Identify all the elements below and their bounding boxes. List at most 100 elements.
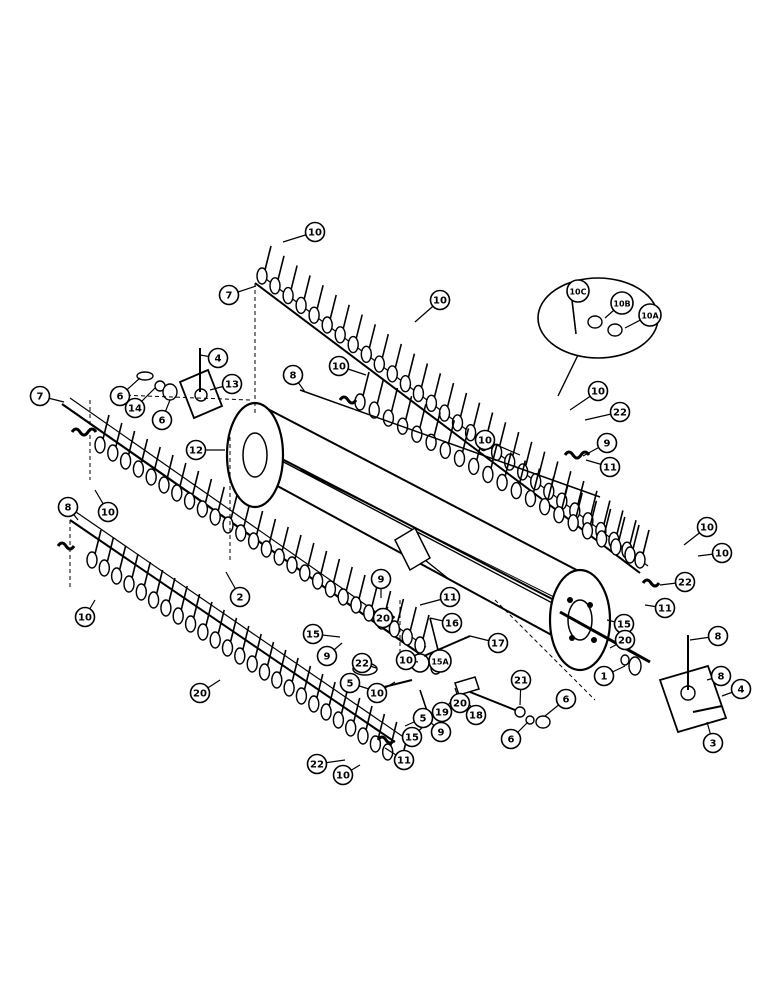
callout-11: 11 — [439, 586, 461, 608]
callout-circle — [555, 688, 577, 710]
callout-circle — [702, 732, 724, 754]
tine — [334, 303, 351, 344]
callout-circle — [730, 678, 752, 700]
callout-circle — [229, 586, 251, 608]
callout-3: 3 — [702, 732, 724, 754]
callout-14: 14 — [124, 397, 146, 419]
callout-label: 7 — [37, 392, 44, 403]
callout-circle — [610, 291, 634, 315]
callout-label: 7 — [226, 291, 233, 302]
callout-label: 10 — [591, 387, 605, 398]
callout-label: 5 — [420, 714, 427, 725]
callout-circle — [366, 682, 388, 704]
callout-label: 18 — [469, 711, 483, 722]
callout-circle — [654, 597, 676, 619]
callout-label: 8 — [715, 632, 722, 643]
tine — [439, 419, 456, 460]
callout-label: 10B — [613, 300, 630, 309]
callout-4: 4 — [730, 678, 752, 700]
upper-shaft — [299, 389, 601, 498]
tine — [258, 641, 275, 681]
callout-circle — [710, 665, 732, 687]
callout-6: 6 — [555, 688, 577, 710]
callout-10: 10 — [366, 682, 388, 704]
callout-10: 10 — [429, 289, 451, 311]
callout-8: 8 — [707, 625, 729, 647]
callout-10: 10 — [304, 221, 326, 243]
callout-label: 4 — [215, 354, 222, 365]
tine — [373, 333, 390, 373]
callout-circle — [465, 704, 487, 726]
tine — [295, 274, 311, 315]
callout-label: 15 — [617, 620, 631, 631]
callout-6: 6 — [500, 728, 522, 750]
callout-label: 11 — [443, 593, 457, 604]
callout-circle — [74, 606, 96, 628]
callout-15: 15 — [302, 623, 324, 645]
callout-9: 9 — [596, 432, 618, 454]
callout-label: 10 — [399, 656, 413, 667]
callout-circle — [474, 429, 496, 451]
callout-circle — [370, 568, 392, 590]
callout-10: 10 — [395, 649, 417, 671]
tine — [246, 633, 263, 673]
callout-circle — [29, 385, 51, 407]
callout-15: 15 — [401, 726, 423, 748]
callout-circle — [332, 764, 354, 786]
lower-tine-bar — [69, 511, 410, 769]
middle-tine-bar — [61, 397, 430, 655]
callout-20: 20 — [614, 629, 636, 651]
callout-10a: 10A — [638, 303, 662, 327]
callout-9: 9 — [430, 721, 452, 743]
tine — [209, 486, 225, 526]
callout-circle — [339, 672, 361, 694]
callout-label: 15 — [405, 733, 419, 744]
callout-20: 20 — [449, 692, 471, 714]
callout-label: 12 — [189, 446, 203, 457]
callout-12: 12 — [185, 439, 207, 461]
callout-circle — [185, 439, 207, 461]
callout-circle — [306, 753, 328, 775]
tine — [234, 625, 250, 665]
callout-15a: 15A — [428, 649, 452, 673]
callout-circle — [124, 397, 146, 419]
callout-circle — [218, 284, 240, 306]
callout-circle — [109, 385, 131, 407]
tine — [196, 478, 213, 518]
callout-10: 10 — [696, 516, 718, 538]
tine — [308, 284, 324, 325]
callout-label: 10 — [78, 613, 92, 624]
tine — [368, 379, 385, 419]
tine — [542, 460, 559, 501]
tine — [221, 617, 238, 657]
callout-circle — [707, 625, 729, 647]
callout-circle — [614, 629, 636, 651]
callout-circle — [302, 623, 324, 645]
callout-label: 6 — [117, 392, 124, 403]
callout-circle — [372, 607, 394, 629]
tine — [399, 352, 416, 393]
callout-circle — [430, 721, 452, 743]
callout-19: 19 — [431, 701, 453, 723]
callout-circle — [57, 496, 79, 518]
callout-circle — [189, 682, 211, 704]
callout-circle — [711, 542, 733, 564]
callout-label: 10 — [370, 689, 384, 700]
callout-10c: 10C — [566, 279, 590, 303]
tine — [320, 681, 336, 721]
callout-label: 11 — [397, 756, 411, 767]
callout-label: 8 — [290, 371, 297, 382]
tine — [438, 382, 455, 422]
callout-label: 19 — [435, 708, 449, 719]
right-bearing-plate — [620, 635, 728, 734]
callout-label: 10 — [478, 436, 492, 447]
callout-10: 10 — [711, 542, 733, 564]
callout-circle — [587, 380, 609, 402]
callout-circle — [596, 432, 618, 454]
callout-circle — [566, 279, 590, 303]
callout-circle — [431, 701, 453, 723]
tine — [412, 362, 429, 403]
tine — [282, 264, 298, 305]
callout-label: 10 — [433, 296, 447, 307]
